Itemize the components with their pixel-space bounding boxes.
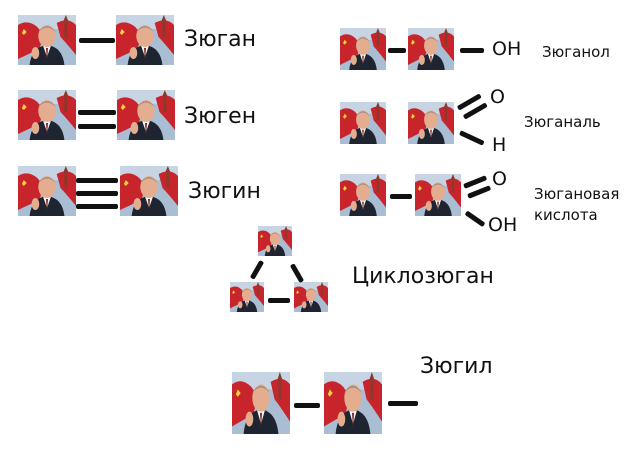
label-zyuganovaya-line1: Зюгановая [534, 185, 620, 203]
portrait-icon [415, 174, 461, 216]
label-zyuganol: Зюганол [542, 43, 610, 61]
acid-double-bond-2 [467, 185, 492, 199]
portrait-icon [120, 166, 178, 216]
single-bond [390, 194, 412, 199]
ring-bond-left [249, 259, 265, 280]
atom-oh: OH [488, 214, 518, 236]
portrait-icon [18, 166, 76, 216]
single-bond [460, 48, 484, 53]
atom-o: O [490, 86, 505, 108]
label-zyuganovaya-line2: кислота [534, 206, 598, 224]
portrait-icon [18, 15, 76, 65]
triple-bond-2 [76, 191, 118, 196]
single-bond [79, 38, 115, 43]
triple-bond-1 [76, 178, 118, 183]
label-zyugil: Зюгил [420, 354, 493, 379]
double-bond-bottom [78, 124, 116, 129]
label-zyugan: Зюган [184, 27, 257, 52]
aldehyde-h-bond [458, 130, 485, 146]
portrait-icon [18, 90, 76, 140]
portrait-icon [340, 174, 386, 216]
portrait-icon [340, 28, 386, 70]
acid-oh-bond [464, 210, 486, 228]
single-bond [388, 48, 406, 53]
label-zyuganal: Зюганаль [524, 113, 601, 131]
portrait-icon [116, 15, 174, 65]
label-zyugen: Зюген [184, 104, 257, 129]
portrait-icon [408, 102, 454, 144]
ring-bond-right [289, 263, 305, 284]
atom-o: O [492, 168, 507, 190]
portrait-icon [340, 102, 386, 144]
single-bond [294, 403, 320, 408]
free-bond [388, 401, 418, 406]
label-cyclozyugan: Циклозюган [352, 264, 494, 289]
portrait-icon [232, 372, 290, 434]
double-bond-top [78, 110, 116, 115]
label-zyugin: Зюгин [188, 179, 261, 204]
portrait-icon [324, 372, 382, 434]
portrait-icon [408, 28, 454, 70]
atom-h: H [492, 134, 507, 156]
portrait-icon [294, 282, 328, 312]
portrait-icon [258, 226, 292, 256]
atom-oh: OH [492, 38, 522, 60]
portrait-icon [230, 282, 264, 312]
triple-bond-3 [76, 204, 118, 209]
portrait-icon [117, 90, 175, 140]
ring-bond-bottom [268, 298, 290, 303]
